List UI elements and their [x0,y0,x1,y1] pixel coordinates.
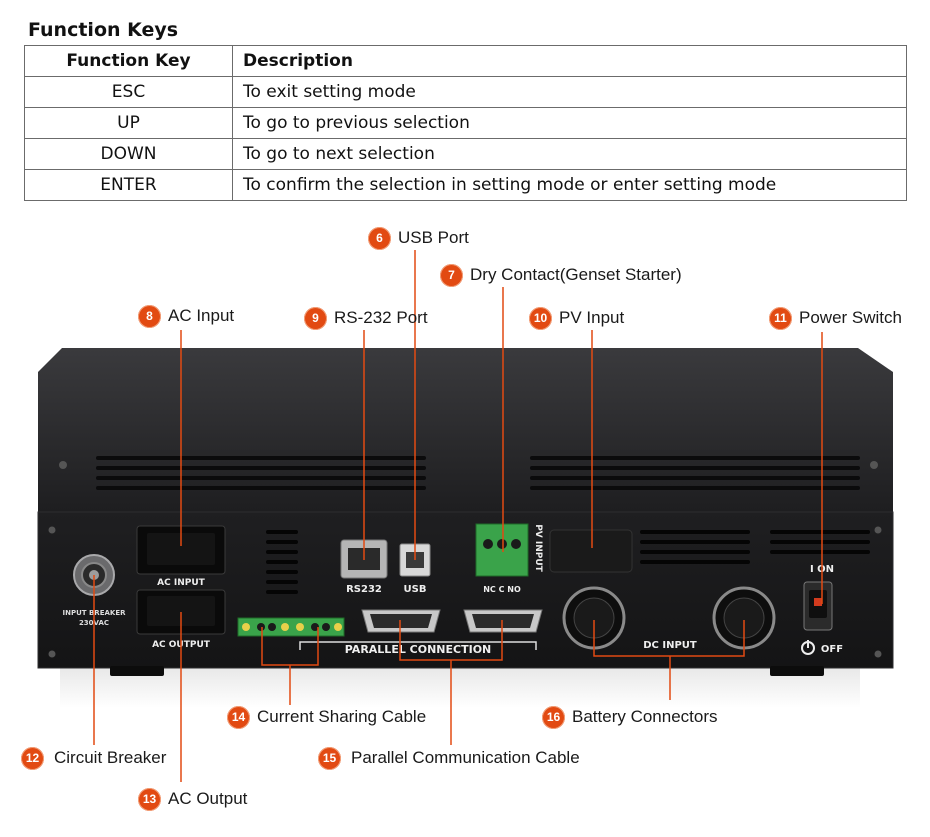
dc-input-label: DC INPUT [643,640,697,651]
function-key-cell: DOWN [24,138,233,170]
nc-c-no-label: NC C NO [483,585,521,594]
callout-number-badge: 7 [440,263,463,287]
callout-text: Current Sharing Cable [257,707,427,726]
table-row: ENTER To confirm the selection in settin… [24,169,907,201]
callout-number-badge: 8 [138,304,161,328]
foot [770,666,824,676]
front-vent-slots [640,530,870,564]
table-row: DOWN To go to next selection [24,138,907,170]
switch-off-label: OFF [821,644,843,655]
screw-icon [48,526,56,534]
callout-text: RS-232 Port [334,308,428,327]
callout-power-switch: 11 Power Switch [769,306,902,330]
column-header-function-key: Function Key [24,45,233,77]
screw-icon [59,461,67,469]
parallel-connection-label: PARALLEL CONNECTION [345,643,492,656]
table-header-row: Function Key Description [24,45,907,77]
callout-text: AC Output [168,789,248,808]
callout-text: Parallel Communication Cable [351,748,580,767]
callout-usb-port: 6 USB Port [368,226,469,250]
callout-parallel-communication-cable: 15 Parallel Communication Cable [318,746,580,770]
description-cell: To exit setting mode [232,76,907,108]
floor-reflection [60,668,860,708]
description-cell: To confirm the selection in setting mode… [232,169,907,201]
screw-icon [874,650,882,658]
callout-text: Circuit Breaker [54,748,167,767]
rs232-label: RS232 [346,584,382,595]
callout-text: Battery Connectors [572,707,718,726]
function-key-cell: ESC [24,76,233,108]
callout-text: PV Input [559,308,625,327]
callout-number-badge: 6 [368,226,391,250]
callout-number-badge: 15 [318,746,341,770]
callout-rs232-port: 9 RS-232 Port [304,306,428,330]
function-keys-table: Function Key Description ESC To exit set… [24,45,907,201]
callout-ac-output: 13 AC Output [138,787,247,811]
pv-input-label: PV INPUT [533,524,543,572]
callout-number-badge: 14 [227,705,250,729]
description-cell: To go to next selection [232,138,907,170]
callout-number-badge: 10 [529,306,552,330]
callout-circuit-breaker: 12 Circuit Breaker [21,746,166,770]
usb-label: USB [404,584,427,595]
callout-pv-input: 10 PV Input [529,306,624,330]
callout-number-badge: 9 [304,306,327,330]
leader-lines [93,250,823,782]
table-row: ESC To exit setting mode [24,76,907,108]
column-header-description: Description [232,45,907,77]
callout-text: AC Input [168,306,235,325]
function-key-cell: ENTER [24,169,233,201]
foot [110,666,164,676]
callout-number-badge: 12 [21,746,44,770]
dry-contact-terminal [475,523,529,577]
section-title: Function Keys [28,19,179,41]
ac-input-label: AC INPUT [157,578,205,588]
front-vent-slots [266,530,298,594]
callout-text: Dry Contact(Genset Starter) [470,265,682,284]
screw-icon [870,461,878,469]
callout-number-badge: 16 [542,705,565,729]
screw-icon [48,650,56,658]
chassis-top [38,348,893,512]
pv-input-connector [549,529,633,573]
top-vent-slots [96,456,860,490]
callout-battery-connectors: 16 Battery Connectors [542,705,718,729]
callout-number-badge: 13 [138,787,161,811]
callout-text: USB Port [398,228,469,247]
screw-icon [874,526,882,534]
callout-text: Power Switch [799,308,902,327]
callout-number-badge: 11 [769,306,792,330]
callout-current-sharing-cable: 14 Current Sharing Cable [227,705,426,729]
callout-ac-input: 8 AC Input [138,304,234,328]
callout-dry-contact: 7 Dry Contact(Genset Starter) [440,263,682,287]
